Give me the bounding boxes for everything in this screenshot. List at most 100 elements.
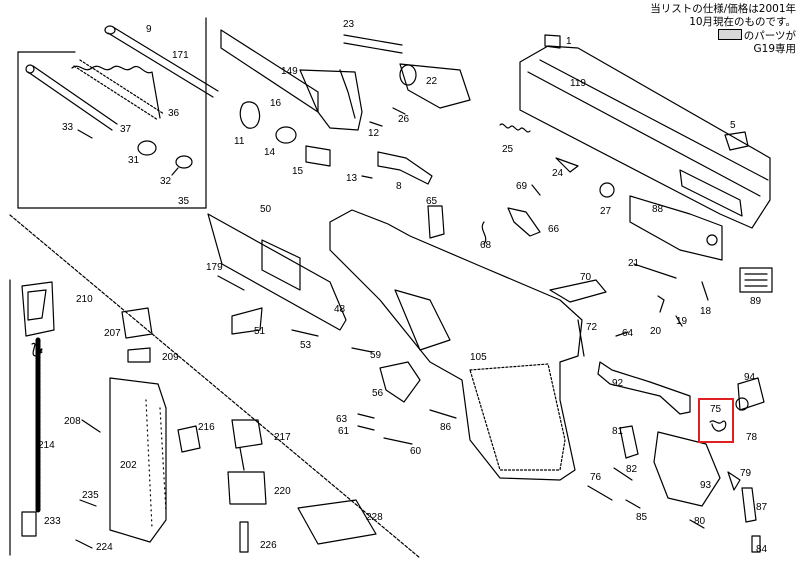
part-88-hole <box>706 234 718 246</box>
pin-63 <box>357 413 375 419</box>
label-85: 85 <box>636 512 648 523</box>
part-94-ring <box>735 397 749 411</box>
barrel-171 <box>107 26 219 98</box>
label-23: 23 <box>343 19 355 30</box>
part-20 <box>657 295 665 313</box>
label-75: 75 <box>710 404 722 415</box>
label-226: 226 <box>260 540 277 551</box>
pin-72 <box>577 319 585 357</box>
spring-214 <box>31 342 43 357</box>
label-68: 68 <box>480 240 492 251</box>
spring-64 <box>615 331 629 337</box>
pins-23 <box>343 34 403 54</box>
pin-60 <box>383 437 413 445</box>
label-210: 210 <box>76 294 93 305</box>
magazine-holes <box>145 399 167 529</box>
grip-texture <box>469 363 566 471</box>
label-33: 33 <box>62 122 74 133</box>
pin-59 <box>351 347 373 353</box>
part-210-box <box>21 281 55 337</box>
part-14 <box>275 126 297 144</box>
part-1 <box>544 34 561 49</box>
pin-86 <box>429 409 457 419</box>
label-81: 81 <box>612 426 624 437</box>
part-27 <box>599 182 615 198</box>
part-89-lines <box>744 273 768 287</box>
pin-21 <box>633 263 677 279</box>
part-81 <box>619 425 639 459</box>
label-37: 37 <box>120 124 132 135</box>
guide-rod-37 <box>27 65 118 131</box>
label-31: 31 <box>128 155 140 166</box>
label-66: 66 <box>548 224 560 235</box>
label-15: 15 <box>292 166 304 177</box>
label-78: 78 <box>746 432 758 443</box>
part-93 <box>653 431 721 507</box>
recoil-spring-36 <box>71 65 161 119</box>
frame-105 <box>329 209 583 481</box>
chamber-block <box>299 69 363 131</box>
label-18: 18 <box>700 306 712 317</box>
label-1: 1 <box>566 36 572 47</box>
label-9: 9 <box>146 24 152 35</box>
part-217 <box>231 419 263 449</box>
label-25: 25 <box>502 144 514 155</box>
part-15 <box>305 145 331 167</box>
part-51 <box>231 307 263 335</box>
part-70 <box>549 279 607 303</box>
label-8: 8 <box>396 181 402 192</box>
part-18 <box>701 281 709 301</box>
part-19 <box>675 315 683 327</box>
label-65: 65 <box>426 196 438 207</box>
part-32-stem <box>171 167 179 176</box>
label-79: 79 <box>740 468 752 479</box>
part-65 <box>427 205 445 239</box>
label-59: 59 <box>370 350 382 361</box>
label-202: 202 <box>120 460 137 471</box>
pin-69 <box>531 184 541 196</box>
part-89 <box>739 267 773 293</box>
note-line-1: 当リストの仕様/価格は2001年 <box>650 3 796 15</box>
trigger-bar-92 <box>597 361 691 415</box>
label-179: 179 <box>206 262 223 273</box>
label-92: 92 <box>612 378 624 389</box>
part-88 <box>629 195 723 261</box>
label-36: 36 <box>168 108 180 119</box>
spring-36-body <box>73 59 165 121</box>
part-210 <box>27 289 47 321</box>
spring-25 <box>499 123 531 133</box>
label-86: 86 <box>440 422 452 433</box>
part-216 <box>177 425 201 453</box>
part-5 <box>724 131 749 151</box>
part-80 <box>689 519 705 529</box>
chamber-detail <box>339 69 356 119</box>
label-70: 70 <box>580 272 592 283</box>
note-line-2: 10月現在のものです。 <box>689 16 796 28</box>
label-60: 60 <box>410 446 422 457</box>
label-149: 149 <box>281 66 298 77</box>
part-8 <box>377 151 433 185</box>
pin-224 <box>75 539 93 549</box>
part-217-shaft <box>239 447 245 471</box>
pin-61 <box>357 425 375 431</box>
label-216: 216 <box>198 422 215 433</box>
highlight-box-75 <box>698 398 734 443</box>
g19-swatch <box>717 29 742 40</box>
pin-208 <box>81 419 101 433</box>
label-22: 22 <box>426 76 438 87</box>
label-11: 11 <box>234 136 245 147</box>
label-50: 50 <box>260 204 272 215</box>
part-207 <box>121 307 153 339</box>
part-226 <box>239 521 249 553</box>
label-51: 51 <box>254 326 266 337</box>
spring-75 <box>709 420 727 432</box>
label-228: 228 <box>366 512 383 523</box>
part-24 <box>555 157 579 173</box>
pin-12 <box>369 121 383 127</box>
label-19: 19 <box>676 316 688 327</box>
label-13: 13 <box>346 173 358 184</box>
label-32: 32 <box>160 176 172 187</box>
label-35: 35 <box>178 196 190 207</box>
